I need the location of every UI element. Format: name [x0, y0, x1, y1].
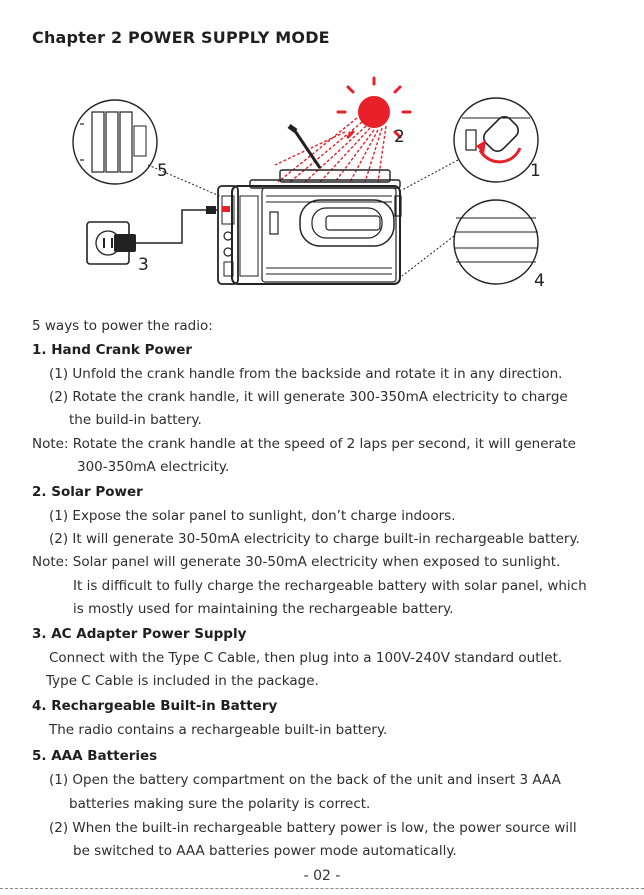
section-builtin-heading: 4. Rechargeable Built-in Battery [32, 698, 278, 714]
page-number: - 02 - [303, 868, 341, 884]
callout-3: 3 [138, 255, 149, 275]
intro-text: 5 ways to power the radio: [32, 318, 213, 334]
ac-line-1: Connect with the Type C Cable, then plug… [49, 650, 563, 666]
section-aaa-heading: 5. AAA Batteries [32, 748, 158, 764]
solar-note-3: is mostly used for maintaining the recha… [73, 601, 454, 617]
aaa-line-4: be switched to AAA batteries power mode … [73, 843, 457, 859]
page-divider [0, 888, 644, 889]
hand-crank-line-1: (1) Unfold the crank handle from the bac… [49, 366, 563, 382]
aaa-line-1: (1) Open the battery compartment on the … [49, 772, 561, 788]
section-hand-crank-heading: 1. Hand Crank Power [32, 342, 193, 358]
hand-crank-line-2: (2) Rotate the crank handle, it will gen… [49, 389, 568, 405]
callout-4: 4 [534, 271, 545, 291]
aaa-line-2: batteries making sure the polarity is co… [69, 796, 371, 812]
section-ac-heading: 3. AC Adapter Power Supply [32, 626, 247, 642]
radio-body [217, 169, 402, 285]
chapter-title: Chapter 2 POWER SUPPLY MODE [32, 28, 330, 47]
hand-crank-line-3: the build-in battery. [69, 412, 202, 428]
crank-handle-detail [401, 97, 539, 191]
callout-2: 2 [394, 127, 405, 147]
ac-line-2: Type C Cable is included in the package. [46, 673, 319, 689]
builtin-line-1: The radio contains a rechargeable built-… [49, 722, 388, 738]
aaa-line-3: (2) When the built-in rechargeable batte… [49, 820, 577, 836]
power-modes-illustration: 2 5 1 3 4 [72, 76, 545, 291]
section-solar-heading: 2. Solar Power [32, 484, 143, 500]
sun-icon [274, 76, 412, 183]
battery-compartment-detail [72, 99, 223, 198]
builtin-battery-detail [401, 199, 539, 285]
hand-crank-note-1: Note: Rotate the crank handle at the spe… [32, 436, 576, 452]
hand-crank-note-2: 300-350mA electricity. [77, 459, 230, 475]
type-c-cable [114, 206, 218, 252]
solar-note-1: Note: Solar panel will generate 30-50mA … [32, 554, 561, 570]
antenna [287, 123, 322, 169]
charging-port [222, 206, 230, 212]
callout-1: 1 [530, 161, 541, 181]
solar-line-1: (1) Expose the solar panel to sunlight, … [49, 508, 456, 524]
callout-5: 5 [157, 161, 168, 181]
solar-line-2: (2) It will generate 30-50mA electricity… [49, 531, 580, 547]
solar-note-2: It is difficult to fully charge the rech… [73, 578, 587, 594]
